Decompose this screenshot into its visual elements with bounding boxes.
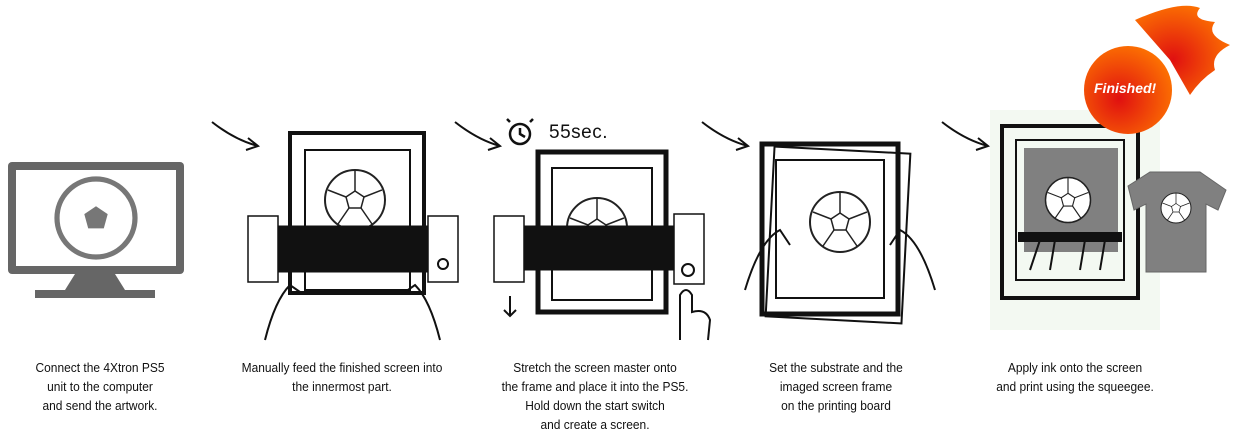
create-screen-illustration <box>493 149 712 341</box>
finished-badge: Finished! <box>1094 80 1157 96</box>
caption-line: and create a screen. <box>540 417 650 432</box>
caption-line: Set the substrate and the <box>769 360 903 375</box>
step-5-caption: Apply ink onto the screen and print usin… <box>960 358 1190 396</box>
caption-line: imaged screen frame <box>779 379 893 394</box>
alarm-clock-icon <box>506 118 534 146</box>
step-1-caption: Connect the 4Xtron PS5 unit to the compu… <box>0 358 215 415</box>
print-illustration <box>990 110 1227 330</box>
arrow-icon <box>211 121 991 151</box>
set-substrate-illustration <box>744 141 936 325</box>
feed-screen-illustration <box>247 131 459 341</box>
caption-line: the innermost part. <box>292 379 392 394</box>
caption-line: Apply ink onto the screen <box>1007 360 1143 375</box>
caption-line: Connect the 4Xtron PS5 <box>35 360 165 375</box>
finished-fireball-icon <box>1084 5 1230 134</box>
caption-line: and send the artwork. <box>42 398 158 413</box>
step-3-caption: Stretch the screen master onto the frame… <box>480 358 710 434</box>
caption-line: Stretch the screen master onto <box>513 360 677 375</box>
caption-line: on the printing board <box>781 398 891 413</box>
timer-label: 55sec. <box>549 122 608 143</box>
monitor-illustration <box>8 162 184 298</box>
caption-line: unit to the computer <box>47 379 153 394</box>
caption-line: Manually feed the finished screen into <box>241 360 443 375</box>
caption-line: and print using the squeegee. <box>996 379 1154 394</box>
caption-line: Hold down the start switch <box>525 398 665 413</box>
caption-line: the frame and place it into the PS5. <box>501 379 689 394</box>
step-4-caption: Set the substrate and the imaged screen … <box>721 358 951 415</box>
step-2-caption: Manually feed the finished screen into t… <box>227 358 457 396</box>
